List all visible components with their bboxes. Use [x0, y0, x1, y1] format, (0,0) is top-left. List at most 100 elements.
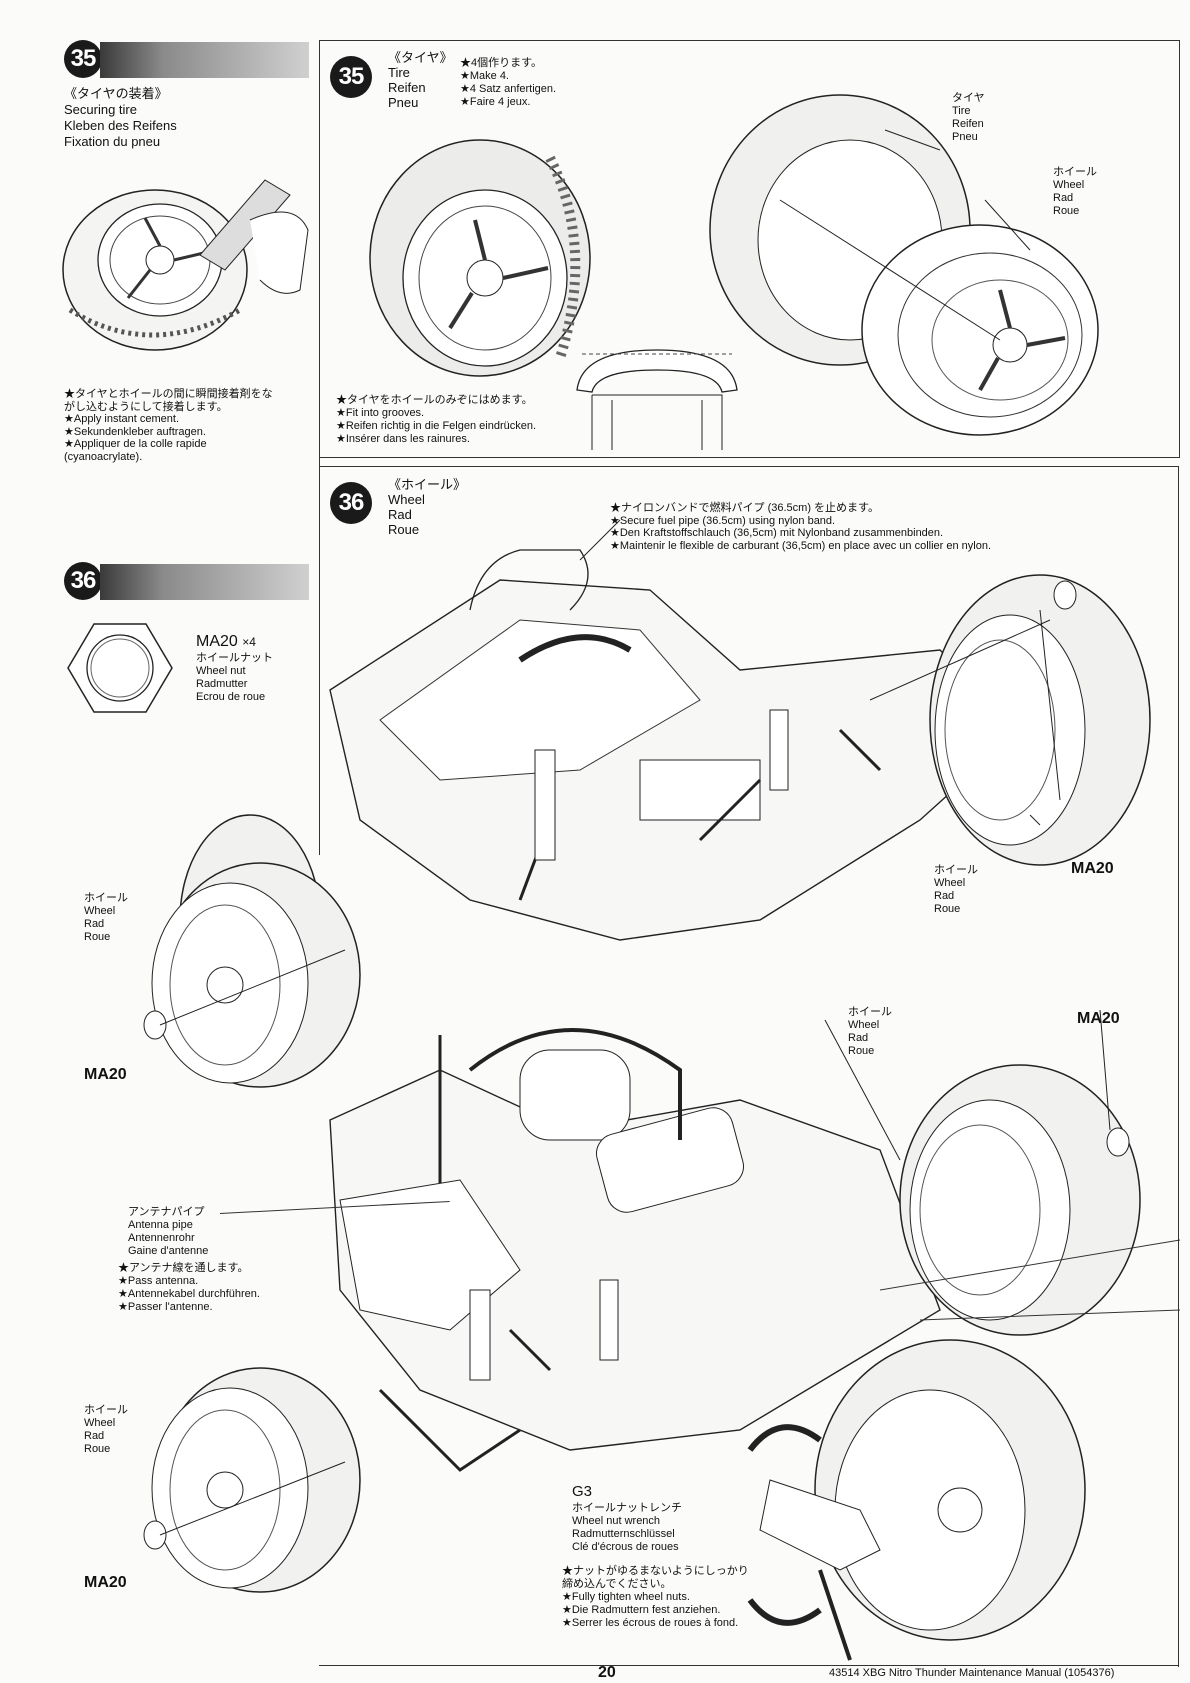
tool-g3-names: ホイールナットレンチ Wheel nut wrench Radmutternsc…: [572, 1502, 682, 1554]
label-line: Antenna pipe: [128, 1219, 193, 1231]
note-line: ★Insérer dans les rainures.: [336, 433, 470, 445]
label-line: Roue: [84, 1443, 111, 1455]
label-line: Rad: [1053, 192, 1074, 204]
label-line: ホイール: [1053, 166, 1097, 178]
step35-badge: 35: [64, 40, 102, 78]
tire-on-wheel-illustration: [369, 139, 591, 377]
note-line: ★Pass antenna.: [118, 1275, 199, 1287]
title-fr: Pneu: [388, 95, 419, 110]
note-line: がし込むようにして接着します。: [64, 400, 228, 413]
title-ja: 《ホイール》: [388, 477, 467, 492]
part-code: MA20: [196, 633, 238, 650]
note-line: ★タイヤをホイールのみぞにはめます。: [336, 394, 533, 406]
panel36-badge: 36: [330, 482, 372, 524]
tighten-note: ★ナットがゆるまないようにしっかり 締め込んでください。 ★Fully tigh…: [562, 1565, 749, 1630]
tool-line: ホイールナットレンチ: [572, 1502, 682, 1514]
part-name: Ecrou de roue: [196, 691, 266, 703]
label-line: Wheel: [84, 1417, 116, 1429]
panel35-badge: 35: [330, 56, 372, 98]
title-ja: 《タイヤの装着》: [64, 86, 168, 101]
title-de: Rad: [388, 507, 412, 522]
note-line: ★ナイロンバンドで燃料パイプ (36.5cm) を止めます。: [610, 502, 879, 514]
part-ma20-names: ホイールナット Wheel nut Radmutter Ecrou de rou…: [196, 652, 273, 704]
antenna-note: ★アンテナ線を通します。 ★Pass antenna. ★Antennekabe…: [118, 1262, 260, 1314]
panel36-bottom-rule: [319, 1665, 1179, 1666]
note-line: ★ナットがゆるまないようにしっかり: [562, 1565, 749, 1577]
part-name: Radmutter: [196, 678, 248, 690]
label-line: Rad: [84, 918, 105, 930]
antenna-pipe-label: アンテナパイプ Antenna pipe Antennenrohr Gaine …: [128, 1206, 208, 1258]
label-line: ホイール: [84, 1404, 128, 1416]
ma20-label-right-lower: MA20: [1077, 1010, 1120, 1027]
note-line: ★Secure fuel pipe (36.5cm) using nylon b…: [610, 514, 836, 527]
note-line: ★Serrer les écrous de roues à fond.: [562, 1617, 739, 1629]
panel-36: [319, 466, 1179, 1667]
step-number: 36: [70, 567, 97, 594]
label-line: ホイール: [84, 892, 128, 904]
chassis-rear-illustration: [329, 1009, 1181, 1661]
label-line: Pneu: [952, 131, 978, 143]
wheel-nut-icon: [67, 623, 173, 713]
label-line: Roue: [1053, 205, 1080, 217]
note-line: ★Appliquer de la colle rapide: [64, 438, 207, 450]
tool-g3-code: G3: [572, 1483, 593, 1500]
label-line: Wheel: [848, 1019, 880, 1031]
note-line: ★Fully tighten wheel nuts.: [562, 1591, 690, 1603]
note-line: ★Apply instant cement.: [64, 413, 180, 425]
panel36-wheel-label-left-lower: ホイール Wheel Rad Roue: [84, 1404, 128, 1456]
chassis-front-illustration: [179, 519, 1151, 1026]
panel35-tire-label: タイヤ Tire Reifen Pneu: [952, 92, 985, 144]
part-name: ホイールナット: [196, 652, 273, 664]
label-line: Roue: [848, 1045, 875, 1057]
label-line: ホイール: [934, 864, 978, 876]
label-line: Roue: [84, 931, 111, 943]
note-line: ★Fit into grooves.: [336, 407, 425, 419]
step36-header-bar: [100, 564, 309, 600]
step-number: 36: [338, 489, 365, 516]
title-de: Kleben des Reifens: [64, 118, 177, 133]
panel35-wheel-label: ホイール Wheel Rad Roue: [1053, 166, 1097, 218]
title-en: Wheel: [388, 492, 425, 507]
part-name: Wheel nut: [196, 665, 246, 677]
step-number: 35: [70, 45, 97, 72]
note-line: (cyanoacrylate).: [64, 450, 143, 463]
label-line: ホイール: [848, 1006, 892, 1018]
note-line: ★アンテナ線を通します。: [118, 1262, 249, 1274]
title-en: Securing tire: [64, 102, 137, 117]
note-line: ★Antennekabel durchführen.: [118, 1288, 260, 1300]
label-line: Rad: [934, 890, 955, 902]
panel36-wheel-label-left-upper: ホイール Wheel Rad Roue: [84, 892, 128, 944]
title-de: Reifen: [388, 80, 426, 95]
note-line: 締め込んでください。: [562, 1578, 672, 1590]
tool-line: Clé d'écrous de roues: [572, 1541, 679, 1553]
note-line: ★Maintenir le flexible de carburant (36,…: [610, 539, 992, 552]
step35-note: ★タイヤとホイールの間に瞬間接着剤をな がし込むようにして接着します。 ★App…: [64, 388, 273, 463]
part-ma20-code: MA20 ×4: [196, 633, 256, 651]
tire-wheel-exploded-illustration: [709, 94, 1099, 436]
label-line: タイヤ: [952, 92, 985, 104]
ma20-label-left-lower: MA20: [84, 1574, 127, 1591]
title-fr: Fixation du pneu: [64, 134, 161, 149]
note-line: ★Sekundenkleber auftragen.: [64, 425, 206, 438]
glue-tire-illustration: [62, 179, 309, 351]
groove-cross-section: [576, 349, 738, 450]
title-fr: Roue: [388, 522, 420, 537]
label-line: Gaine d'antenne: [128, 1245, 209, 1257]
panel36-title: 《ホイール》 Wheel Rad Roue: [388, 477, 466, 537]
panel36-wheel-label-right-lower: ホイール Wheel Rad Roue: [848, 1006, 892, 1058]
title-en: Tire: [388, 65, 410, 80]
panel35-title: 《タイヤ》 Tire Reifen Pneu: [388, 50, 453, 110]
panel35-instruction: ★4個作ります。 ★Make 4. ★4 Satz anfertigen. ★F…: [460, 57, 556, 109]
instr-line: ★Faire 4 jeux.: [460, 96, 531, 108]
tool-line: Radmutternschlüssel: [572, 1528, 675, 1540]
step36-badge: 36: [64, 562, 102, 600]
label-line: Rad: [84, 1430, 105, 1442]
note-line: ★Passer l'antenne.: [118, 1301, 213, 1313]
label-line: Reifen: [952, 118, 984, 130]
left-rear-wheel-illustration: [143, 1367, 361, 1593]
note-line: ★Reifen richtig in die Felgen eindrücken…: [336, 420, 537, 432]
ma20-label-left-upper: MA20: [84, 1066, 127, 1083]
note-line: ★タイヤとホイールの間に瞬間接着剤をな: [64, 388, 273, 400]
note-line: ★Den Kraftstoffschlauch (36,5cm) mit Nyl…: [610, 527, 944, 539]
instr-line: ★Make 4.: [460, 70, 509, 82]
